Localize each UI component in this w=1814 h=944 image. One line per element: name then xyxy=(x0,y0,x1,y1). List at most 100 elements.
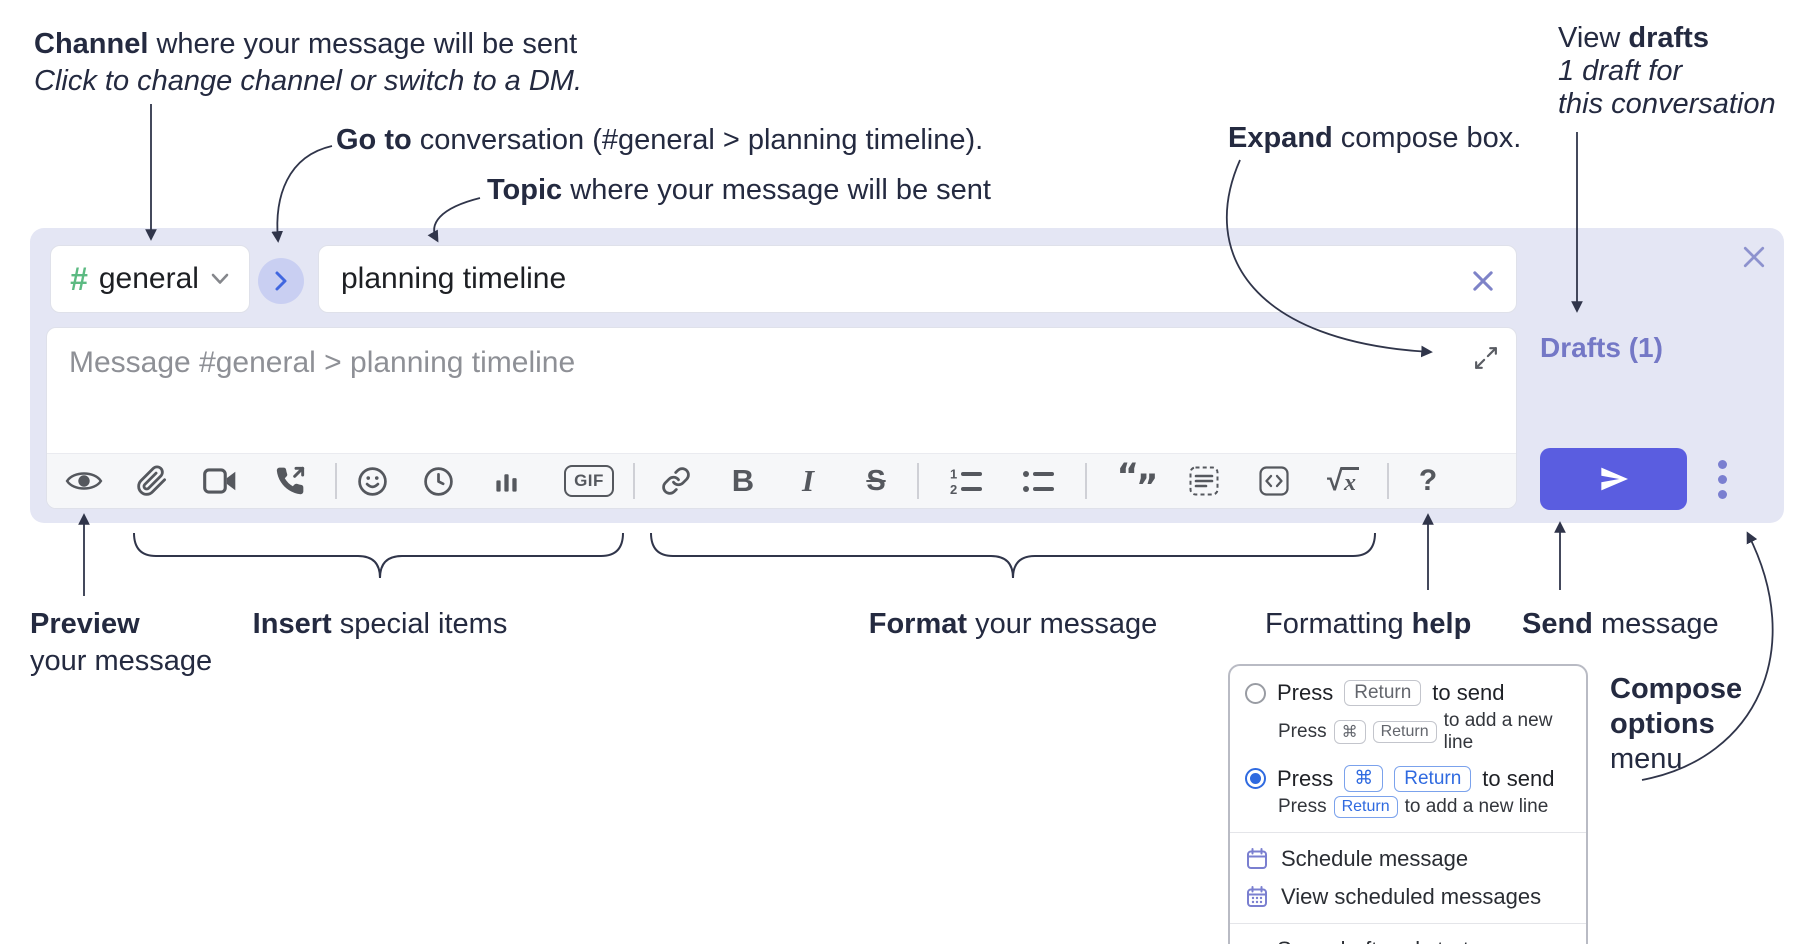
preview-button[interactable] xyxy=(60,457,108,505)
italic-button[interactable]: I xyxy=(784,457,832,505)
compose-options-annotation: Compose options menu xyxy=(1610,673,1743,775)
gif-icon: GIF xyxy=(564,465,614,497)
recents-button[interactable] xyxy=(414,457,462,505)
return-keycap: Return xyxy=(1344,680,1422,706)
svg-text:1: 1 xyxy=(950,467,957,482)
send-option-return[interactable]: Press Return to send xyxy=(1230,676,1586,708)
toolbar-divider xyxy=(335,463,337,499)
send-option-cmd-return[interactable]: Press ⌘ Return to send xyxy=(1230,761,1586,794)
close-icon xyxy=(1473,271,1493,291)
poll-button[interactable] xyxy=(482,457,530,505)
message-input-box: GIF B I S xyxy=(46,327,1517,509)
bold-icon: B xyxy=(731,463,755,498)
clear-topic-button[interactable] xyxy=(1465,263,1501,299)
goto-pointer-line xyxy=(271,145,333,243)
save-draft-item[interactable]: Save draft and start a new message xyxy=(1230,931,1586,944)
attach-file-button[interactable] xyxy=(128,457,176,505)
strikethrough-icon: S xyxy=(866,464,886,497)
drafts-link[interactable]: Drafts (1) xyxy=(1540,332,1663,363)
audio-call-button[interactable] xyxy=(266,457,314,505)
expand-annotation: Expand compose box. xyxy=(1228,122,1522,154)
gif-button[interactable]: GIF xyxy=(564,457,614,505)
phone-outgoing-icon xyxy=(276,466,305,495)
expand-icon xyxy=(1475,347,1497,369)
formula-icon: √x xyxy=(1327,465,1359,498)
message-input[interactable] xyxy=(47,328,1449,456)
compose-box-panel: # general xyxy=(30,228,1784,523)
video-clip-button[interactable] xyxy=(196,457,244,505)
send-option-cmd-return-sub: Press Return to add a new line xyxy=(1278,796,1549,818)
channel-annotation: Channel where your message will be sent … xyxy=(34,28,583,97)
bar-chart-icon xyxy=(495,473,517,492)
compose-options-menu: Press Return to send Press ⌘ Return to a… xyxy=(1228,664,1588,944)
view-drafts-annotation: View drafts 1 draft for this conversatio… xyxy=(1558,22,1776,120)
formatting-help-button[interactable]: ? xyxy=(1404,457,1452,505)
menu-divider xyxy=(1230,923,1586,924)
insert-annotation: Insert special items xyxy=(252,608,508,640)
channel-selector[interactable]: # general xyxy=(50,245,250,313)
expand-compose-button[interactable] xyxy=(1466,338,1506,378)
goto-conversation-button[interactable] xyxy=(258,258,304,304)
chevron-down-icon xyxy=(211,273,229,284)
ordered-list-button[interactable]: 1 2 xyxy=(942,457,990,505)
send-option-return-sub: Press ⌘ Return to add a new line xyxy=(1278,710,1553,753)
close-icon xyxy=(1743,246,1765,268)
bulleted-list-icon xyxy=(1023,471,1054,492)
return-keycap: Return xyxy=(1372,721,1437,743)
eye-icon xyxy=(65,472,103,490)
link-button[interactable] xyxy=(652,457,700,505)
send-annotation: Send message xyxy=(1522,608,1719,640)
code-block-icon xyxy=(1189,466,1219,496)
format-annotation: Format your message xyxy=(868,608,1158,640)
ordered-list-icon: 1 2 xyxy=(950,467,982,496)
preview-annotation: Preview your message xyxy=(30,608,213,677)
cmd-keycap: ⌘ xyxy=(1344,765,1384,792)
inline-code-button[interactable] xyxy=(1250,457,1298,505)
toolbar-divider xyxy=(1387,463,1389,499)
toolbar-divider xyxy=(917,463,919,499)
link-icon xyxy=(662,467,690,495)
inline-code-icon xyxy=(1259,466,1289,496)
close-compose-button[interactable] xyxy=(1736,239,1772,275)
topic-annotation: Topic where your message will be sent xyxy=(487,174,991,206)
question-mark-icon: ? xyxy=(1418,464,1438,497)
calendar-icon xyxy=(1247,848,1267,869)
compose-options-button[interactable] xyxy=(1708,454,1736,504)
return-keycap: Return xyxy=(1394,765,1472,792)
insert-brace xyxy=(133,532,624,579)
clock-icon xyxy=(423,466,453,496)
formatting-help-annotation: Formatting help xyxy=(1265,608,1472,640)
return-keycap: Return xyxy=(1333,796,1398,818)
blockquote-button[interactable]: “” xyxy=(1112,456,1160,507)
italic-icon: I xyxy=(801,463,815,498)
paperclip-icon xyxy=(137,465,166,496)
menu-divider xyxy=(1230,832,1586,833)
calendar-scheduled-icon xyxy=(1247,886,1267,907)
chevron-right-icon xyxy=(275,271,287,291)
formula-button[interactable]: √x xyxy=(1319,457,1367,505)
view-scheduled-messages-item[interactable]: View scheduled messages xyxy=(1230,878,1586,916)
goto-annotation: Go to conversation (#general > planning … xyxy=(336,124,984,156)
compose-toolbar: GIF B I S xyxy=(47,453,1516,508)
toolbar-divider xyxy=(633,463,635,499)
radio-selected-icon[interactable] xyxy=(1245,768,1266,789)
svg-text:2: 2 xyxy=(950,482,957,496)
strikethrough-button[interactable]: S xyxy=(852,457,900,505)
cmd-keycap: ⌘ xyxy=(1333,720,1366,744)
kebab-menu-icon xyxy=(1717,459,1727,469)
channel-hash-icon: # xyxy=(70,260,88,297)
video-camera-icon xyxy=(203,468,236,494)
schedule-message-item[interactable]: Schedule message xyxy=(1230,840,1586,878)
bold-button[interactable]: B xyxy=(719,457,767,505)
topic-input[interactable] xyxy=(318,245,1517,313)
send-button[interactable] xyxy=(1540,448,1687,510)
bulleted-list-button[interactable] xyxy=(1014,457,1062,505)
radio-unselected-icon[interactable] xyxy=(1245,682,1266,704)
code-block-button[interactable] xyxy=(1180,457,1228,505)
toolbar-divider xyxy=(1085,463,1087,499)
emoji-button[interactable] xyxy=(348,457,396,505)
channel-name: general xyxy=(98,262,199,295)
emoji-smile-icon xyxy=(357,466,387,496)
format-brace xyxy=(650,532,1376,579)
